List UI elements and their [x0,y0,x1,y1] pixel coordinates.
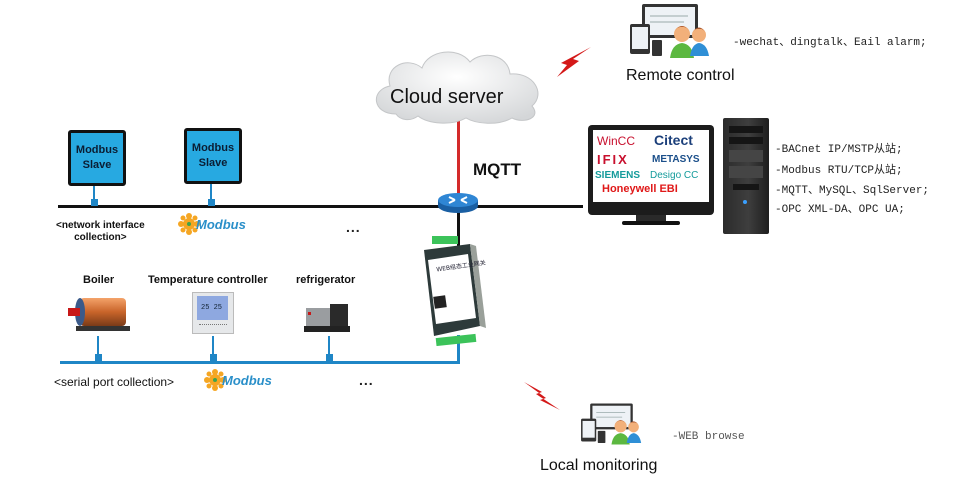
bus-tap [91,199,98,206]
device-stem [212,336,214,360]
wireless-bolt-icon [557,47,591,77]
local-users-icon [578,400,648,448]
gateway-device: WEB组态工业网关 [412,236,492,347]
cloud-server-label: Cloud server [390,86,504,108]
mqtt-label: MQTT [473,160,522,179]
mqtt-uplink-line [457,118,460,196]
remote-control-label: Remote control [626,67,735,84]
brand-citect: Citect [654,132,693,148]
brand-ifix: IFIX [597,152,629,167]
modbus-gear-icon [178,213,200,235]
modbus-logo: Modbus [178,213,246,235]
scada-feature-line: -OPC XML-DA、OPC UA; [775,204,905,216]
wireless-bolt-icon [524,382,560,410]
bus-tap [210,354,217,361]
serial-collection-label: <serial port collection> [54,375,175,389]
brand-wincc: WinCC [597,134,635,148]
more-serial-devices: ... [359,372,374,388]
scada-feature-line: -BACnet IP/MSTP从站; [775,144,903,156]
brand-siemens: SIEMENS [595,170,641,181]
scada-monitor: WinCC Citect IFIX METASYS SIEMENS Desigo… [588,125,714,225]
boiler-icon [68,298,130,331]
slave-stem [93,183,95,203]
bus-tap [326,354,333,361]
serial-bus-riser [457,335,460,364]
modbus-gear-icon [204,369,226,391]
device-stem [328,336,330,360]
scada-feature-line: -Modbus RTU/TCP从站; [775,165,903,177]
device-label-boiler: Boiler [83,274,115,286]
network-bus-line [58,205,583,208]
modbus-logo: Modbus [204,369,272,391]
local-features-text: -WEB browse [672,431,745,443]
router-gateway-line [457,210,460,250]
bus-tap [95,354,102,361]
router-icon [438,193,478,213]
device-label-temperature-controller: Temperature controller [148,274,268,286]
scada-feature-line: -MQTT、MySQL、SqlServer; [775,185,930,197]
serial-bus-line [60,361,460,364]
brand-honeywell: Honeywell EBI [602,183,678,195]
remote-features-text: -wechat、dingtalk、Eail alarm; [733,37,927,49]
local-monitoring-label: Local monitoring [540,457,658,474]
device-stem [97,336,99,360]
slave-stem [210,183,212,203]
brand-metasys: METASYS [652,154,700,165]
network-collection-label: <network interface collection> [56,220,145,243]
device-label-refrigerator: refrigerator [296,274,356,286]
server-tower-icon [723,118,769,234]
thermostat-icon: 25 25 [192,292,234,334]
bus-tap [208,199,215,206]
remote-users-icon [626,2,718,60]
more-network-devices: ... [346,219,361,235]
brand-desigo: Desigo CC [650,170,699,181]
cloud-icon [375,51,539,124]
chiller-icon [304,304,350,332]
